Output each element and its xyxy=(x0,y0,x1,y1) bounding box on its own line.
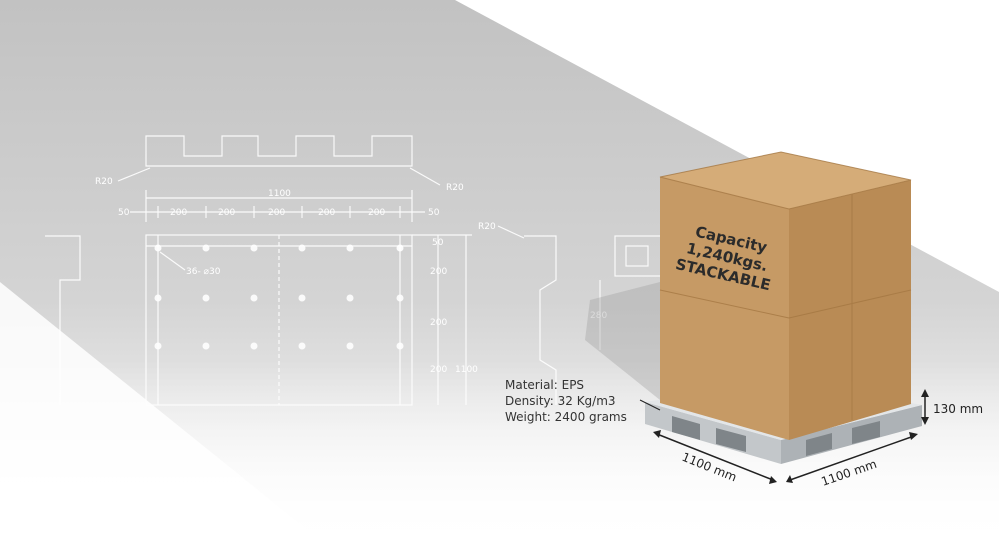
cardboard-box: Capacity 1,240kgs. STACKABLE xyxy=(659,151,912,440)
label-spacing-3: 200 xyxy=(268,208,285,218)
label-overall-width: 1100 xyxy=(268,189,291,199)
label-vertical-3: 200 xyxy=(430,318,447,328)
technical-drawing xyxy=(45,135,662,406)
spec-density: Density: 32 Kg/m3 xyxy=(505,394,616,408)
label-spacing-1: 200 xyxy=(170,208,187,218)
drawing-holes xyxy=(154,244,404,350)
spec-weight: Weight: 2400 grams xyxy=(505,410,627,424)
label-edge-right: 50 xyxy=(428,208,440,218)
label-radius-right: R20 xyxy=(446,183,464,193)
label-vertical-overall: 1100 xyxy=(455,365,478,375)
label-edge-left: 50 xyxy=(118,208,130,218)
dimension-arrows xyxy=(639,389,929,484)
label-radius-left: R20 xyxy=(95,177,113,187)
label-spacing-2: 200 xyxy=(218,208,235,218)
drawing-labels: R20 R20 R20 1100 50 50 200 200 200 200 2… xyxy=(95,177,607,375)
spec-material: Material: EPS xyxy=(505,378,585,392)
label-spacing-4: 200 xyxy=(318,208,335,218)
box-shadow xyxy=(585,282,660,400)
label-vertical-1: 50 xyxy=(432,238,444,248)
label-radius-side: R20 xyxy=(478,222,496,232)
label-spacing-5: 200 xyxy=(368,208,385,218)
label-side-height: 280 xyxy=(590,311,607,321)
label-hole-note: 36- ⌀30 xyxy=(186,267,221,277)
label-vertical-2: 200 xyxy=(430,267,447,277)
spec-block: Material: EPS Density: 32 Kg/m3 Weight: … xyxy=(505,377,627,425)
box-front xyxy=(660,177,789,440)
height-dimension-label: 130 mm xyxy=(933,402,983,416)
box-right xyxy=(789,180,911,440)
label-vertical-4: 200 xyxy=(430,365,447,375)
